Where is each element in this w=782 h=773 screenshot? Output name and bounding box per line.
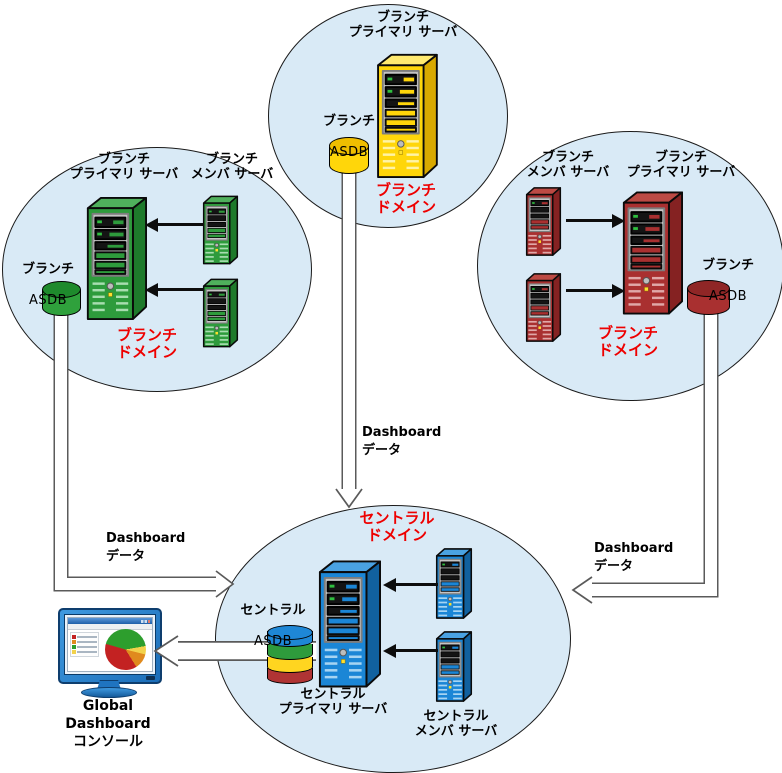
asdb-band-yellow — [267, 657, 313, 673]
cylinder-top — [687, 280, 730, 297]
legend-item — [72, 635, 97, 639]
cylinder-top — [267, 625, 313, 640]
member-to-primary-arrow — [145, 217, 204, 232]
legend-item — [72, 645, 97, 649]
branch-left-domain-label: ブランチ ドメイン — [116, 326, 177, 362]
flow-label-center: Dashboard データ — [362, 425, 442, 458]
branch-left-member-server-label: ブランチ メンバ サーバ — [190, 152, 274, 183]
legend-swatch — [72, 640, 76, 644]
pie-chart — [105, 629, 146, 670]
member-to-primary-arrow — [145, 282, 204, 297]
member-to-primary-arrow — [383, 577, 438, 592]
branch-left-member-server-1 — [202, 195, 239, 265]
branch-left-primary-server-label: ブランチ プライマリ サーバ — [69, 152, 179, 183]
branch-right-member-server-label: ブランチ メンバ サーバ — [526, 150, 610, 181]
legend-item — [72, 640, 97, 644]
flow-pipe-top-to-central — [335, 165, 363, 509]
legend-item — [72, 650, 97, 654]
left-arrowhead-icon — [153, 635, 179, 667]
asdb-label-jp: ブランチ — [701, 258, 754, 274]
central-member-server-2 — [435, 631, 473, 702]
legend-text — [77, 641, 97, 643]
central-member-server-1 — [435, 548, 473, 619]
flow-label-right: Dashboard データ — [594, 541, 674, 574]
asdb-band-green — [267, 644, 313, 660]
branch-left-asdb-cylinder — [42, 281, 81, 316]
cylinder-top — [42, 281, 81, 298]
dashboard-window — [67, 617, 153, 672]
cylinder-top — [329, 137, 369, 155]
window-toolbar — [68, 624, 152, 630]
branch-top-asdb-label: ブランチ ASDB — [309, 99, 389, 176]
branch-left-primary-server — [86, 196, 148, 321]
legend-text — [77, 636, 97, 638]
flow-label-left: Dashboard データ — [106, 531, 186, 564]
monitor-power-button — [146, 676, 155, 680]
central-asdb-cylinder — [267, 625, 313, 684]
branch-top-domain-label: ブランチ ドメイン — [375, 181, 436, 217]
monitor-stand-base — [81, 687, 137, 698]
window-titlebar — [68, 618, 152, 624]
member-to-primary-arrow — [566, 213, 625, 228]
flow-pipe-left-to-central — [53, 307, 235, 598]
branch-right-member-server-1 — [525, 187, 562, 256]
central-domain-label: セントラル ドメイン — [359, 509, 435, 545]
left-arrowhead-icon — [571, 576, 593, 604]
asdb-label-en: ASDB — [329, 144, 369, 160]
legend-swatch — [72, 650, 76, 654]
asdb-label-jp: ブランチ — [322, 114, 375, 130]
branch-left-asdb-label: ブランチ ASDB — [7, 247, 89, 324]
pie-legend — [70, 632, 99, 657]
branch-top-primary-server-label: ブランチ プライマリ サーバ — [348, 10, 458, 41]
central-primary-server — [318, 560, 382, 688]
console-label: Global Dashboard コンソール — [65, 698, 151, 751]
legend-text — [77, 646, 97, 648]
right-arrowhead-icon — [215, 570, 235, 598]
down-arrowhead-icon — [335, 488, 363, 509]
branch-right-member-server-2 — [525, 273, 562, 342]
branch-right-asdb-label: ブランチ ASDB — [686, 243, 770, 320]
asdb-label-en: ASDB — [28, 292, 68, 308]
member-to-primary-arrow — [383, 643, 438, 658]
asdb-label-en: ASDB — [253, 633, 293, 649]
legend-text — [77, 651, 97, 653]
global-dashboard-console — [58, 608, 162, 698]
monitor-frame — [58, 608, 162, 684]
central-member-server-label: セントラル メンバ サーバ — [414, 709, 498, 740]
asdb-label-jp: ブランチ — [21, 262, 74, 278]
branch-right-domain-label: ブランチ ドメイン — [597, 324, 658, 360]
legend-swatch — [72, 635, 76, 639]
branch-top-asdb-cylinder — [329, 137, 369, 174]
member-to-primary-arrow — [566, 283, 625, 298]
central-primary-server-label: セントラル プライマリ サーバ — [278, 687, 388, 718]
branch-left-member-server-2 — [202, 278, 239, 348]
monitor-screen — [64, 614, 156, 675]
flow-pipe-right-to-central — [571, 307, 719, 604]
asdb-label-jp: セントラル — [240, 603, 306, 619]
central-asdb-label: セントラル ASDB — [233, 588, 313, 665]
branch-right-primary-server — [622, 191, 684, 315]
branch-right-asdb-cylinder — [687, 280, 730, 315]
branch-right-primary-server-label: ブランチ プライマリ サーバ — [626, 150, 736, 181]
legend-swatch — [72, 645, 76, 649]
asdb-label-en: ASDB — [708, 288, 748, 304]
